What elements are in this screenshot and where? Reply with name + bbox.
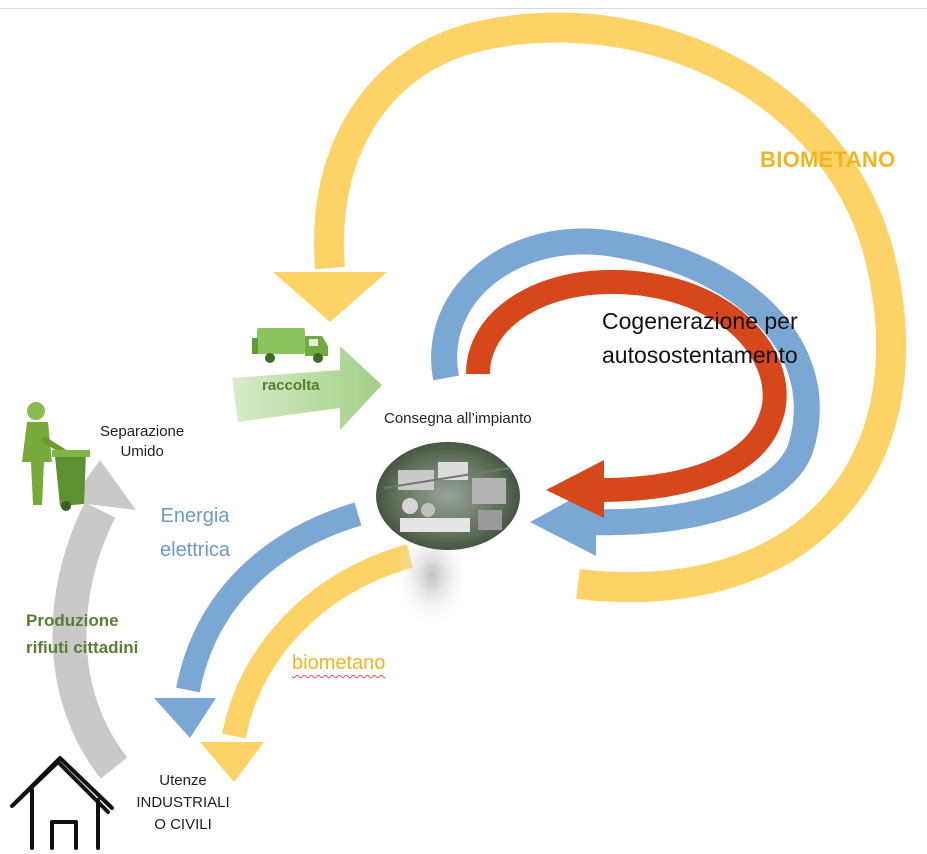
raccolta-label: raccolta xyxy=(262,377,320,394)
cogenerazione-label: Cogenerazione per autosostentamento xyxy=(602,304,798,372)
garbage-truck-icon xyxy=(252,328,328,363)
cogenerazione-line-2: autosostentamento xyxy=(602,342,798,368)
energia-line-2: elettrica xyxy=(160,539,231,561)
cogeneration-loop-arrowhead xyxy=(546,460,604,518)
energia-elettrica-label: Energia elettrica xyxy=(160,499,230,567)
energia-elettrica-arrow xyxy=(176,502,362,693)
utenze-line-3: O CIVILI xyxy=(154,816,212,833)
cogeneration-loop-arrow xyxy=(466,269,787,502)
consegna-label: Consegna all’impianto xyxy=(384,410,532,427)
utenze-line-1: Utenze xyxy=(159,772,207,789)
produzione-label: Produzione rifiuti cittadini xyxy=(26,607,138,661)
biometano-bottom-label: biometano xyxy=(292,652,386,674)
plant-aerial-photo xyxy=(376,442,520,550)
produzione-arrowhead xyxy=(70,460,136,510)
separazione-label: Separazione Umido xyxy=(100,422,184,462)
biometano-top-label: BIOMETANO xyxy=(760,147,896,172)
produzione-line-2: rifiuti cittadini xyxy=(26,638,139,657)
produzione-line-1: Produzione xyxy=(26,611,119,630)
utenze-line-2: INDUSTRIALI xyxy=(136,794,230,811)
plant-shadow xyxy=(400,548,464,638)
separazione-line-1: Separazione xyxy=(100,423,185,440)
utenze-label: Utenze INDUSTRIALI O CIVILI xyxy=(128,770,238,836)
top-divider xyxy=(0,8,927,9)
biometano-loop-arrow xyxy=(313,12,907,603)
cogenerazione-line-1: Cogenerazione per xyxy=(602,308,798,334)
biometano-arrowhead xyxy=(200,742,264,782)
produzione-arrow xyxy=(52,502,128,779)
energy-loop-arrow xyxy=(431,228,820,536)
energia-elettrica-arrowhead xyxy=(154,698,216,738)
house-icon xyxy=(10,756,114,850)
biometano-arrow xyxy=(222,544,414,739)
person-with-bin-icon xyxy=(22,402,90,511)
raccolta-arrow xyxy=(232,346,382,430)
energia-line-1: Energia xyxy=(160,505,230,527)
separazione-line-2: Umido xyxy=(120,443,164,460)
biometano-loop-arrowhead xyxy=(273,272,387,322)
